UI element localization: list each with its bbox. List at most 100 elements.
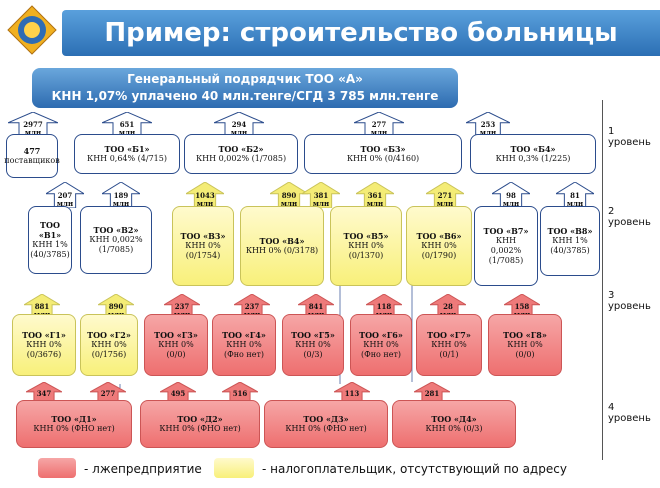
l3-arrow-2-shape [98, 294, 134, 318]
l3-box-1-sub: КНН 0% [26, 340, 62, 349]
level-label-3: 3 уровень [608, 290, 651, 312]
l1-box-5-name: ТОО «Б4» [510, 144, 556, 154]
l3-arrow-8-shape [504, 294, 540, 318]
level-label-1: 1 уровень [608, 126, 651, 148]
title-bar [62, 10, 660, 56]
l1-box-2-sub: КНН 0,64% (4/715) [87, 154, 167, 163]
l2-arrow-4-unit: млн [280, 198, 298, 208]
l3-arrow-5-shape [298, 294, 334, 318]
l3-box-2-name: ТОО «Г2» [87, 330, 131, 340]
page-title: Пример: строительство больницы [104, 18, 618, 48]
l1-box-3: ТОО «Б2»КНН 0,002% (1/7085) [184, 134, 298, 174]
l2-box-2-sub: КНН 0,002% [89, 235, 143, 244]
l1-arrow-1-unit: млн [24, 128, 42, 138]
l1-box-5-sub: КНН 0,3% (1/225) [495, 154, 571, 163]
l3-arrow-6-shape [366, 294, 402, 318]
l2-box-5: ТОО «В5»КНН 0%(0/1370) [330, 206, 402, 286]
l3-box-3-sub2: (0/0) [166, 350, 186, 359]
l2-box-4-name: ТОО «В4» [259, 236, 305, 246]
l2-arrow-3-shape [186, 182, 224, 208]
l1-arrow-5-amount: 253 [480, 120, 496, 130]
l3-box-8: ТОО «Г8»КНН 0%(0/0) [488, 314, 562, 376]
l2-box-1-sub: КНН 1% [32, 240, 68, 249]
l1-arrow-1-shape [8, 112, 58, 136]
l1-box-4-sub: КНН 0% (0/4160) [346, 154, 420, 163]
l4-box-4-sub: КНН 0% (0/3) [425, 424, 483, 433]
l2-arrow-3-unit: млн [196, 198, 214, 208]
l2-arrow-4-amount: 890 [281, 190, 297, 200]
l2-box-5-sub: КНН 0% [348, 241, 384, 250]
l4-arrow-2b-amount: 516 [232, 389, 248, 399]
l3-arrow-3-shape [164, 294, 200, 318]
l3-box-4-name: ТОО «Г4» [222, 330, 266, 340]
legend-swatch-fake [38, 458, 76, 478]
l4-box-2-name: ТОО «Д2» [177, 414, 223, 424]
l3-box-3-name: ТОО «Г3» [154, 330, 198, 340]
l3-box-8-name: ТОО «Г8» [503, 330, 547, 340]
l1-box-4: ТОО «Б3»КНН 0% (0/4160) [304, 134, 462, 174]
l2-box-8-sub2: (40/3785) [550, 246, 590, 255]
l2-box-2: ТОО «В2»КНН 0,002%(1/7085) [80, 206, 152, 274]
l2-box-7-sub2: 0,002% [490, 246, 522, 255]
l3-arrow-7-shape [430, 294, 466, 318]
l3-box-6: ТОО «Г6»КНН 0%(Фно нет) [350, 314, 412, 376]
l3-arrow-6-amount: 118 [376, 302, 392, 312]
l3-arrow-2-amount: 890 [108, 302, 124, 312]
l3-box-5-sub2: (0/3) [303, 350, 323, 359]
l1-arrow-4-amount: 277 [371, 120, 387, 130]
l4-arrow-2b-shape [222, 382, 258, 404]
l2-box-5-name: ТОО «В5» [343, 231, 389, 241]
l3-arrow-4-amount: 237 [244, 302, 260, 312]
l4-arrow-1b-shape [90, 382, 126, 404]
l3-arrow-5-amount: 841 [308, 302, 324, 312]
l2-box-1-sub2: (40/3785) [30, 250, 70, 259]
l4-box-2: ТОО «Д2»КНН 0% (ФНО нет) [140, 400, 260, 448]
l2-box-3: ТОО «В3»КНН 0%(0/1754) [172, 206, 234, 286]
l2-box-7-sub: КНН [495, 236, 517, 245]
l2-box-7-sub3: (1/7085) [488, 256, 524, 265]
l1-arrow-5-unit: млн [479, 128, 497, 138]
l2-box-6-sub2: (0/1790) [421, 251, 457, 260]
l2-arrow-7-shape [492, 182, 530, 208]
l4-arrow-3-shape [334, 382, 370, 404]
l1-box-4-name: ТОО «Б3» [360, 144, 406, 154]
l1-box-3-sub: КНН 0,002% (1/7085) [195, 154, 287, 163]
level-divider [602, 100, 603, 460]
l3-box-6-sub: КНН 0% [363, 340, 399, 349]
l2-box-3-sub: КНН 0% [185, 241, 221, 250]
l2-arrow-6-shape [426, 182, 464, 208]
l4-arrow-2-amount: 495 [170, 389, 186, 399]
l2-arrow-4b-shape [302, 182, 340, 208]
l2-arrow-6-amount: 271 [437, 190, 453, 200]
l2-box-8: ТОО «В8»КНН 1%(40/3785) [540, 206, 600, 276]
l2-box-7-name: ТОО «В7» [483, 226, 529, 236]
l2-arrow-7-amount: 98 [506, 190, 516, 200]
l2-arrow-8-shape [556, 182, 594, 208]
l4-box-3-sub: КНН 0% (ФНО нет) [285, 424, 367, 433]
l1-arrow-2-amount: 651 [119, 120, 135, 130]
l1-arrow-3-unit: млн [230, 128, 248, 138]
l3-box-4: ТОО «Г4»КНН 0%(Фно нет) [212, 314, 276, 376]
l2-arrow-2-unit: млн [112, 198, 130, 208]
l1-box-5: ТОО «Б4»КНН 0,3% (1/225) [470, 134, 596, 174]
l2-arrow-2-amount: 189 [113, 190, 129, 200]
l3-box-6-sub2: (Фно нет) [360, 350, 402, 359]
l2-arrow-1-unit: млн [56, 198, 74, 208]
